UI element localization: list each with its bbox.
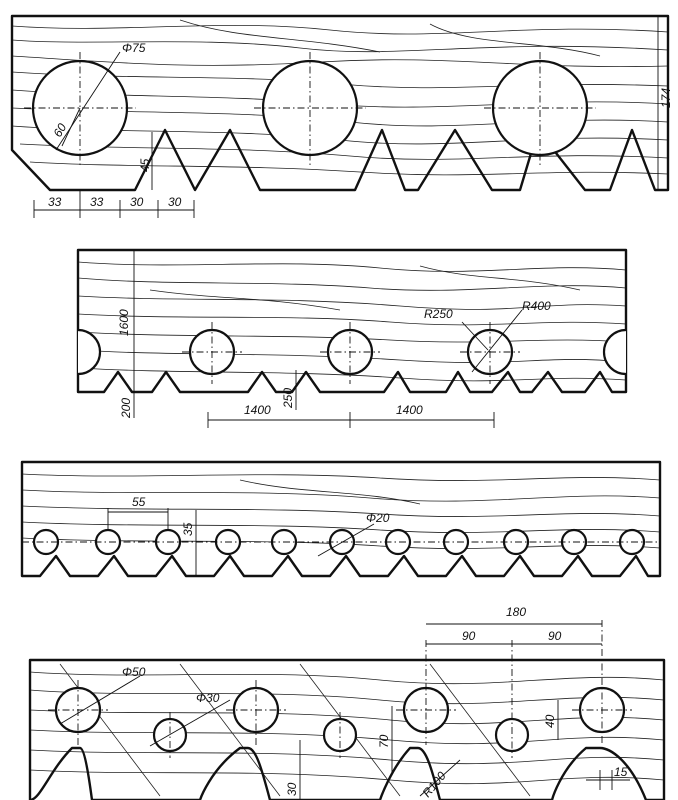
tooth-depth-label: 45	[138, 158, 152, 172]
height-40-label: 40	[543, 714, 557, 728]
wood-grain	[77, 261, 627, 382]
radius-label-r400: R400	[522, 299, 551, 313]
beam-outline	[20, 460, 662, 578]
total-span-label: 180	[506, 605, 526, 619]
circle-holes	[24, 52, 596, 168]
beam-outline	[10, 14, 670, 192]
height-label: 174	[659, 88, 673, 108]
big-diameter-label: Φ50	[122, 665, 146, 679]
radius-label-r250: R250	[424, 307, 453, 321]
dimensions	[133, 250, 523, 428]
notch-label: 250	[281, 388, 295, 409]
diameter-label: Φ20	[366, 511, 390, 525]
wood-grain	[29, 663, 665, 797]
span-label-2: 1400	[396, 403, 423, 417]
spacing-label-1: 33	[48, 195, 62, 209]
radius-label: 60	[50, 121, 69, 140]
height-label: 1600	[117, 309, 131, 336]
round-notches	[22, 528, 660, 556]
dimensions	[33, 16, 659, 218]
small-diameter-label: Φ30	[196, 691, 220, 705]
round-holes	[48, 620, 632, 758]
spacing-label-4: 30	[168, 195, 182, 209]
span-label-1: 1400	[244, 403, 271, 417]
figure-3-beam-small-notches: 55 35 Φ20	[20, 460, 662, 578]
figure-4-beam-large-notches: Φ50 Φ30 180 90 90 40 70 30 R100 15	[28, 605, 666, 800]
beam-outline	[76, 248, 628, 394]
figure-1-beam-triangular-teeth: Φ75 60 174 45 33 33 30 30	[10, 14, 673, 218]
spacing-label-2: 33	[90, 195, 104, 209]
half-span-label-2: 90	[548, 629, 562, 643]
depth-label: 35	[181, 522, 195, 536]
spacing-label-3: 30	[130, 195, 144, 209]
pitch-label: 55	[132, 495, 146, 509]
height-70-label: 70	[377, 734, 391, 748]
figure-2-beam-round-notches: 1600 R250 R400 200 250 1400 1400	[76, 248, 628, 428]
height-30-label: 30	[285, 782, 299, 796]
half-span-label-1: 90	[462, 629, 476, 643]
base-label: 200	[119, 398, 133, 419]
dimensions	[107, 508, 375, 576]
diameter-label: Φ75	[122, 41, 146, 55]
width-15-label: 15	[614, 765, 628, 779]
dimensions	[59, 623, 630, 800]
